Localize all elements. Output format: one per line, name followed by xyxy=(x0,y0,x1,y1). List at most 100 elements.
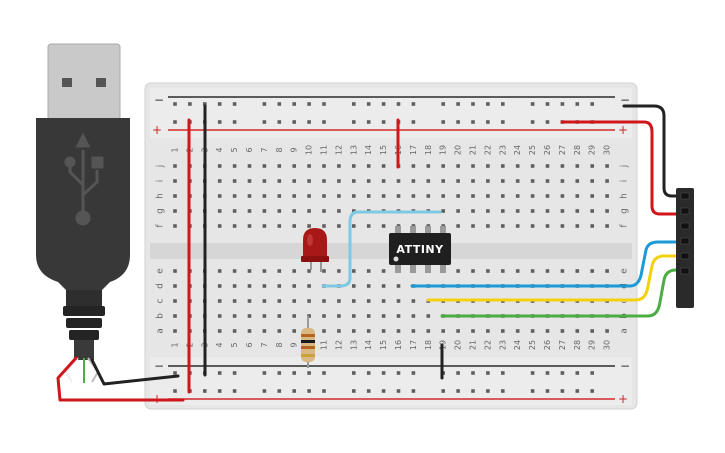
rail-hole xyxy=(352,371,356,375)
hole xyxy=(337,194,341,198)
hole xyxy=(352,314,356,318)
hole xyxy=(560,179,565,183)
hole xyxy=(277,179,282,183)
hole xyxy=(307,194,311,198)
row-label: b xyxy=(156,313,166,319)
rail-hole xyxy=(173,371,177,375)
wire-header-yellow xyxy=(426,254,686,302)
hole xyxy=(426,194,431,198)
hole xyxy=(277,209,282,213)
column-label-top: 26 xyxy=(543,145,552,155)
rail-hole xyxy=(471,102,475,106)
row-label: j xyxy=(620,165,630,169)
hole xyxy=(515,194,520,198)
hole xyxy=(575,209,580,213)
hole xyxy=(307,209,311,213)
row-label: f xyxy=(156,224,166,228)
hole xyxy=(426,314,431,318)
hole xyxy=(232,314,237,318)
row-label: i xyxy=(156,180,166,183)
hole xyxy=(262,314,267,318)
hole xyxy=(545,224,550,228)
rail-minus-right-bottom: − xyxy=(620,359,630,373)
column-label-top: 28 xyxy=(573,145,582,155)
hole xyxy=(456,209,460,213)
rail-hole xyxy=(501,371,505,375)
usb-symbol-icon xyxy=(64,132,104,226)
hole xyxy=(292,164,296,168)
row-label: g xyxy=(620,208,630,214)
usb-wire-white xyxy=(64,357,79,383)
usb-ring-3 xyxy=(69,330,99,340)
hole xyxy=(262,299,267,303)
hole xyxy=(366,269,371,273)
column-label-bottom: 6 xyxy=(245,342,254,347)
rail-hole xyxy=(471,389,475,393)
hole xyxy=(232,224,237,228)
rail-hole xyxy=(277,102,282,106)
hole xyxy=(381,299,386,303)
hole xyxy=(173,314,177,318)
rail-hole xyxy=(292,120,296,124)
rail-hole xyxy=(232,120,237,124)
hole xyxy=(545,329,550,333)
row-label: e xyxy=(620,268,630,274)
usb-ring-2 xyxy=(66,318,102,328)
column-label-top: 13 xyxy=(349,145,358,155)
rail-hole xyxy=(381,371,386,375)
hole xyxy=(366,314,371,318)
hole xyxy=(486,164,490,168)
rail-hole xyxy=(173,102,177,106)
rail-hole xyxy=(381,102,386,106)
hole xyxy=(337,224,341,228)
hole xyxy=(307,269,311,273)
hole xyxy=(545,269,550,273)
hole xyxy=(426,329,431,333)
hole xyxy=(232,179,237,183)
column-label-bottom: 9 xyxy=(290,342,299,347)
hole xyxy=(247,194,252,198)
row-label: g xyxy=(156,208,166,214)
hole xyxy=(501,269,505,273)
rail-hole xyxy=(575,102,580,106)
hole xyxy=(217,194,222,198)
rail-hole xyxy=(501,102,505,106)
usb-neck xyxy=(66,290,102,308)
red-led xyxy=(301,228,329,272)
column-label-top: 30 xyxy=(603,145,612,155)
column-label-top: 11 xyxy=(320,145,329,155)
resistor-band-1 xyxy=(301,334,315,337)
hole xyxy=(247,329,252,333)
hole xyxy=(292,269,296,273)
column-label-top: 19 xyxy=(439,145,448,155)
hole xyxy=(307,224,311,228)
rail-hole xyxy=(575,389,580,393)
hole xyxy=(277,284,282,288)
hole xyxy=(322,329,326,333)
hole xyxy=(575,269,580,273)
row-label: j xyxy=(156,165,166,169)
rail-hole xyxy=(217,371,222,375)
hole xyxy=(217,314,222,318)
hole xyxy=(366,179,371,183)
column-label-top: 12 xyxy=(334,145,343,155)
led-rim xyxy=(301,256,329,262)
rail-hole xyxy=(441,120,445,124)
usb-slot-right xyxy=(96,78,106,87)
column-label-bottom: 14 xyxy=(364,340,373,350)
column-label-top: 5 xyxy=(230,147,239,152)
usb-connector-metal xyxy=(47,43,121,121)
hole xyxy=(292,284,296,288)
column-label-bottom: 17 xyxy=(409,340,418,350)
hole xyxy=(456,224,460,228)
hole xyxy=(471,224,475,228)
hole xyxy=(471,269,475,273)
hole xyxy=(352,224,356,228)
hole xyxy=(337,164,341,168)
column-label-bottom: 29 xyxy=(588,340,597,350)
breadboard: − + − + − + − + 112233445566778899101011… xyxy=(144,82,638,410)
hole xyxy=(396,314,401,318)
column-label-bottom: 22 xyxy=(483,340,492,350)
hole xyxy=(605,329,609,333)
hole xyxy=(337,269,341,273)
